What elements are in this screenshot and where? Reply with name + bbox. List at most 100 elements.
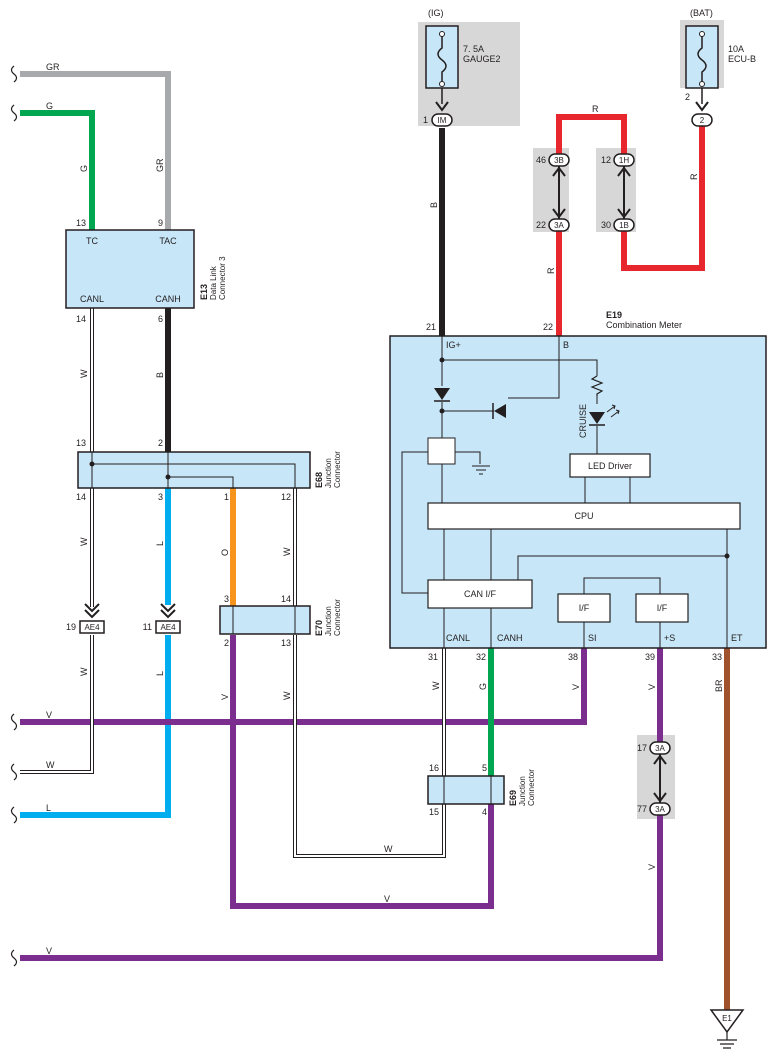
ig-fuse-icon (437, 34, 447, 86)
e69-pin-15: 15 (429, 807, 439, 817)
e69-box (427, 775, 505, 805)
e13-pin-canh: 6 (158, 314, 163, 324)
e19-et-label: ET (731, 633, 743, 643)
e19-pin-s: 39 (645, 652, 655, 662)
e19-name: Combination Meter (606, 320, 682, 330)
e13-pin-canl: 14 (76, 314, 86, 324)
can-if-label: CAN I/F (464, 589, 497, 599)
e19-si-label: SI (588, 633, 597, 643)
e70-pin-13: 13 (281, 638, 291, 648)
e19-canl-label: CANL (446, 633, 470, 643)
conn-3a-17-label: 3A (655, 744, 665, 753)
e70-pin-14: 14 (281, 594, 291, 604)
ground-e1-symbol (709, 1009, 745, 1034)
e19-s-label: +S (664, 633, 675, 643)
e68-pin-12: 12 (281, 492, 291, 502)
e19-pin-et: 33 (712, 652, 722, 662)
wire-label-b-ig: B (429, 202, 439, 208)
ae4-19-pin: 19 (66, 622, 76, 632)
e13-canl: CANL (80, 294, 104, 304)
cruise-led-icon (589, 412, 605, 424)
cpu-label: CPU (574, 511, 593, 521)
if-block-1 (557, 593, 611, 623)
wire-label-w-left: W (46, 760, 55, 770)
ground-e1-label: E1 (722, 1014, 732, 1023)
wire-v-si (20, 648, 587, 725)
e19-b-label: B (563, 340, 569, 350)
e69-code: E69 (508, 790, 518, 806)
ae4-19-box (79, 620, 105, 634)
wire-break-marks (10, 65, 18, 967)
conn-3b-label: 3B (554, 156, 564, 165)
wire-label-v-38: V (571, 684, 581, 690)
ig-source-label: (IG) (428, 8, 444, 18)
ae4-connectors (84, 603, 176, 619)
if-label-2: I/F (657, 603, 668, 613)
wire-label-v-39: V (647, 684, 657, 690)
resistor-icon (590, 375, 604, 396)
if-label-1: I/F (579, 603, 590, 613)
e69-pin-5: 5 (482, 763, 487, 773)
e19-pin-si: 38 (568, 652, 578, 662)
e70-name-1: Junction (324, 606, 333, 636)
e13-name-1: Data Link (209, 265, 218, 300)
inline-connector-1h-1b (613, 153, 635, 232)
e19-pin-b: 22 (543, 322, 553, 332)
ig-connector-arrow (435, 101, 449, 112)
wire-label-v-e70: V (220, 694, 230, 700)
wire-label-w-e13: W (79, 369, 89, 378)
e13-code: E13 (199, 284, 209, 300)
e69-internal (443, 776, 492, 804)
e68-internal (91, 452, 296, 488)
e69-pin-4: 4 (482, 807, 487, 817)
wire-label-o-e68-1: O (220, 549, 230, 556)
e19-code: E19 (606, 310, 622, 320)
wire-label-w-ae4: W (79, 667, 89, 676)
ig-fuse-rating: 7. 5A (463, 44, 484, 54)
ig-connector-pin: 1 (423, 115, 428, 125)
e13-tc: TC (86, 236, 98, 246)
if-block-2 (635, 593, 689, 623)
wire-gr-tac (20, 71, 171, 230)
ig-connector-im (431, 113, 453, 127)
wire-label-r-bat: R (689, 173, 699, 180)
conn-1b-label: 1B (619, 221, 629, 230)
wire-label-br-33: BR (714, 679, 724, 692)
white-wires (20, 308, 446, 858)
wire-label-v-77: V (647, 864, 657, 870)
diode-b (494, 404, 506, 418)
wire-label-b-e13: B (155, 372, 165, 378)
wire-label-l-e68-3: L (155, 541, 165, 546)
e70-code: E70 (314, 620, 324, 636)
wire-label-gr-vert: GR (155, 158, 165, 172)
wire-g-tc (20, 110, 95, 230)
conn-1b-pin: 30 (601, 220, 611, 230)
e19-ig-label: IG+ (446, 340, 461, 350)
e13-name-2: Connector 3 (218, 256, 227, 300)
e68-code: E68 (314, 472, 324, 488)
can-if-block (427, 579, 533, 609)
ig-connector-label: IM (438, 116, 447, 125)
e70-name-2: Connector (333, 599, 342, 636)
e13-tac: TAC (159, 236, 177, 246)
wire-v-e70-e69 (230, 635, 494, 909)
cpu-block (427, 502, 741, 530)
e13-pin-tc: 13 (76, 218, 86, 228)
wire-r-top (556, 114, 627, 160)
e69-pin-16: 16 (429, 763, 439, 773)
e68-pin-3: 3 (158, 492, 163, 502)
e13-canh: CANH (155, 294, 181, 304)
wire-label-w-31: W (431, 681, 441, 690)
e19-pin-ig: 21 (426, 322, 436, 332)
bat-connector-label: 2 (700, 116, 705, 125)
conn-3a-77-label: 3A (655, 805, 665, 814)
conn-1h-pin: 12 (601, 155, 611, 165)
conn-3b-pin: 46 (536, 155, 546, 165)
e68-box (77, 451, 311, 489)
conn-1h-label: 1H (619, 156, 629, 165)
ae4-11-pin: 11 (143, 622, 152, 632)
ae4-11-box (155, 620, 181, 634)
wire-label-w-e70: W (282, 691, 292, 700)
